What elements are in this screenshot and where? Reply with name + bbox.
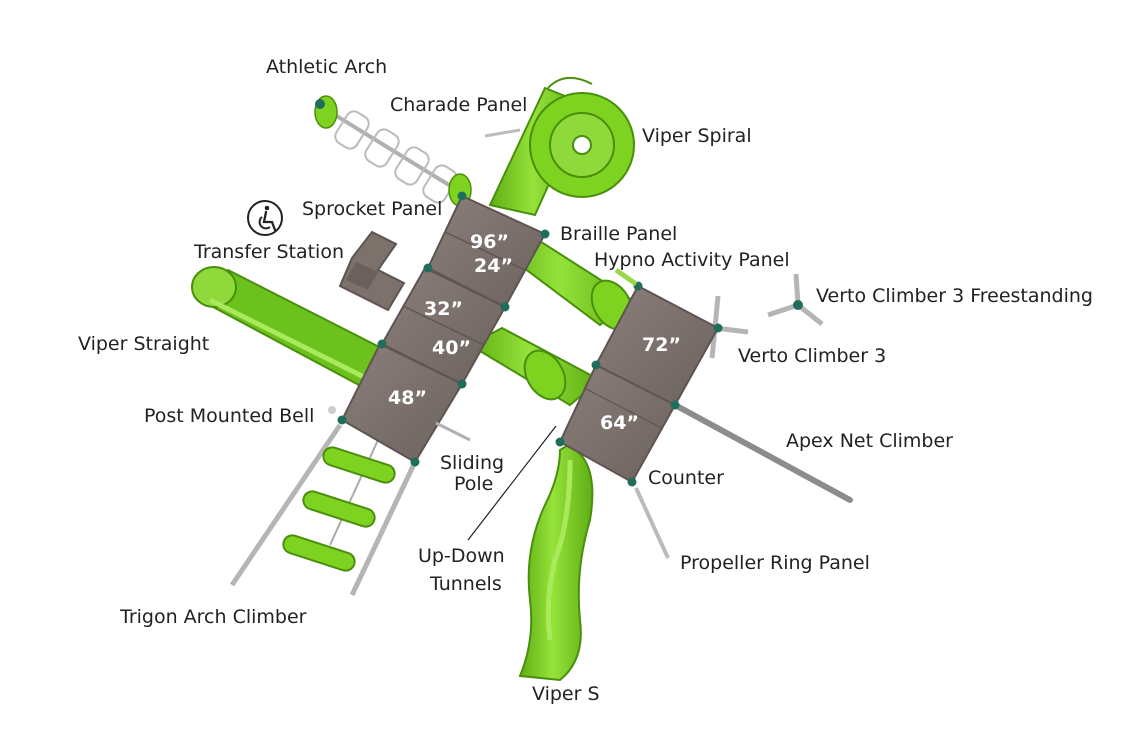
label-hypno-activity-panel: Hypno Activity Panel — [594, 249, 790, 271]
deck-accessories — [328, 128, 670, 559]
deck-height-40: 40” — [432, 337, 471, 359]
label-verto-climber-3-freestanding: Verto Climber 3 Freestanding — [816, 285, 1093, 307]
label-counter: Counter — [648, 467, 724, 489]
label-apex-net-climber: Apex Net Climber — [786, 430, 953, 452]
label-sprocket-panel: Sprocket Panel — [302, 198, 442, 220]
deck-height-24: 24” — [474, 255, 513, 277]
deck-height-32: 32” — [424, 298, 463, 320]
trigon-arch-climber — [229, 423, 418, 597]
label-viper-straight: Viper Straight — [78, 333, 209, 355]
label-up-down-tunnels-line2: Tunnels — [429, 573, 502, 595]
label-sliding-pole-line1: Sliding — [440, 452, 504, 474]
deck-height-48: 48” — [388, 387, 427, 409]
label-up-down-tunnels-line1: Up-Down — [418, 545, 505, 567]
label-verto-climber-3: Verto Climber 3 — [738, 345, 886, 367]
viper-straight-slide — [191, 266, 397, 394]
label-charade-panel: Charade Panel — [390, 94, 527, 116]
label-transfer-station: Transfer Station — [193, 241, 344, 263]
label-braille-panel: Braille Panel — [560, 223, 677, 245]
wheelchair-icon — [247, 200, 283, 236]
apex-net-climber — [672, 402, 853, 503]
deck-height-96: 96” — [470, 231, 509, 253]
deck-height-64: 64” — [600, 412, 639, 434]
viper-spiral-slide — [488, 77, 635, 217]
label-viper-spiral: Viper Spiral — [642, 125, 752, 147]
label-sliding-pole-line2: Pole — [454, 473, 493, 495]
viper-s-slide — [518, 443, 594, 682]
label-post-mounted-bell: Post Mounted Bell — [144, 405, 314, 427]
label-propeller-ring-panel: Propeller Ring Panel — [680, 552, 870, 574]
deck-height-72: 72” — [642, 334, 681, 356]
athletic-arch — [314, 95, 472, 207]
verto-climber-3-freestanding — [767, 273, 824, 326]
label-trigon-arch-climber: Trigon Arch Climber — [119, 606, 307, 628]
transfer-station — [338, 230, 406, 312]
deck-platforms — [337, 191, 723, 487]
up-down-tunnels — [467, 236, 634, 407]
label-viper-s: Viper S — [532, 683, 600, 705]
leader-lines — [467, 425, 557, 541]
label-athletic-arch: Athletic Arch — [266, 56, 387, 78]
